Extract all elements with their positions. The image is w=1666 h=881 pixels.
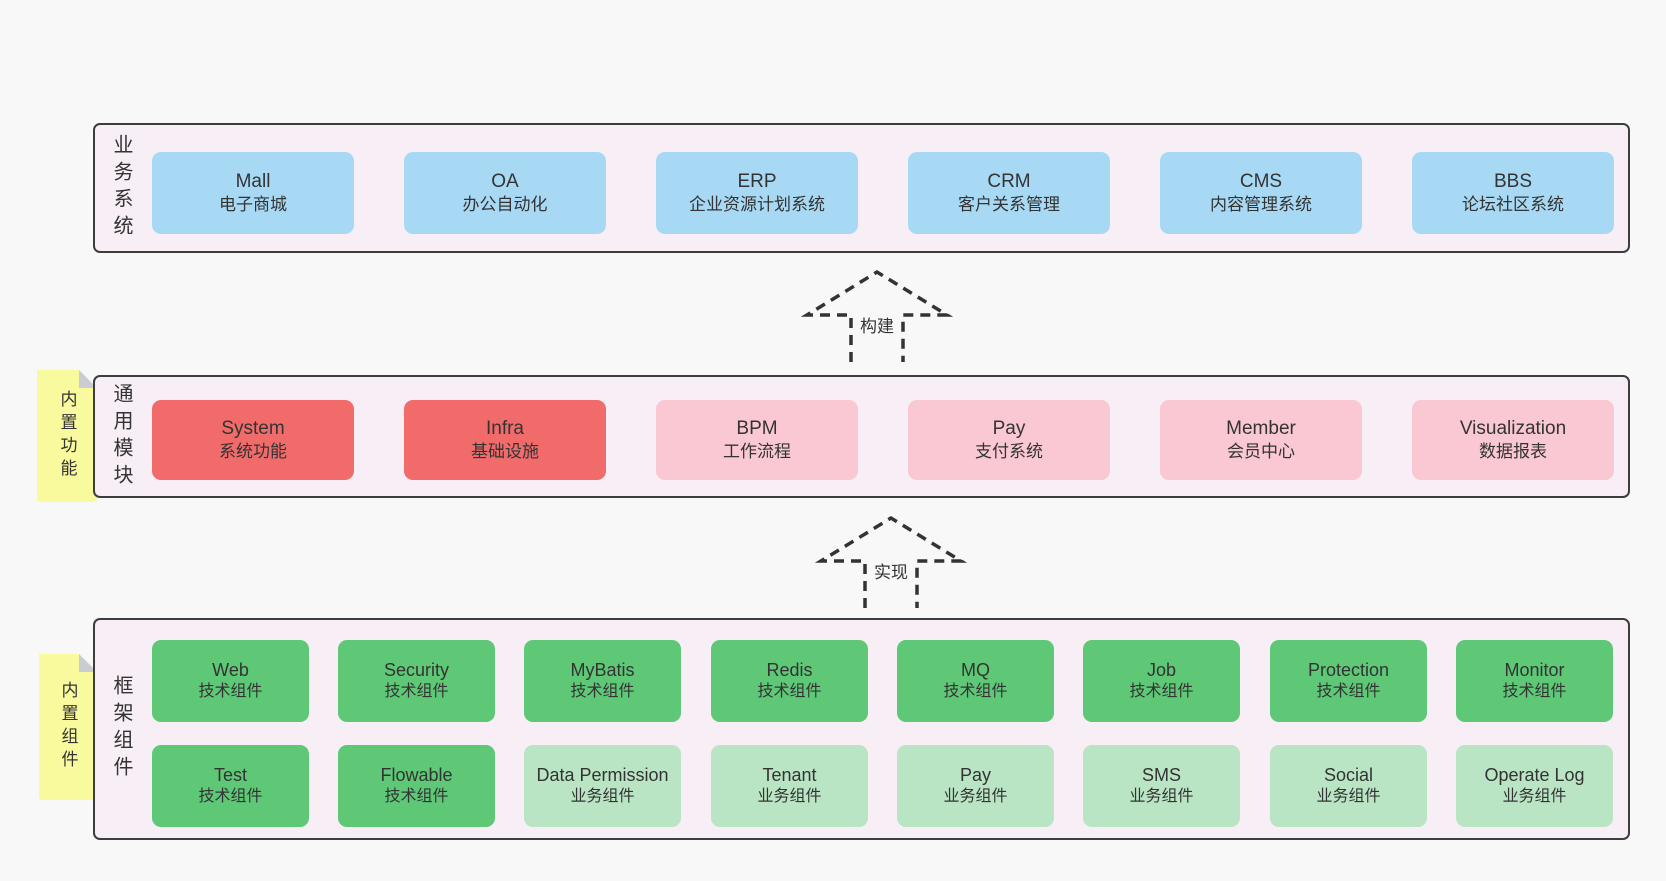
box-data-permission: Data Permission 业务组件 bbox=[524, 745, 681, 827]
box-infra: Infra 基础设施 bbox=[404, 400, 606, 480]
box-mybatis: MyBatis 技术组件 bbox=[524, 640, 681, 722]
box-cms: CMS 内容管理系统 bbox=[1160, 152, 1362, 234]
box-monitor: Monitor 技术组件 bbox=[1456, 640, 1613, 722]
sticky-note-built-in-features: 内置功能 bbox=[37, 370, 97, 502]
band-common-modules: 通用模块 System 系统功能 Infra 基础设施 BPM 工作流程 Pay… bbox=[93, 375, 1630, 498]
band-framework-components: 框架组件 Web 技术组件 Security 技术组件 MyBatis 技术组件… bbox=[93, 618, 1630, 840]
box-sms: SMS 业务组件 bbox=[1083, 745, 1240, 827]
box-mq: MQ 技术组件 bbox=[897, 640, 1054, 722]
box-member: Member 会员中心 bbox=[1160, 400, 1362, 480]
arrow-label-build: 构建 bbox=[856, 312, 898, 337]
box-oa: OA 办公自动化 bbox=[404, 152, 606, 234]
sticky-note-built-in-components: 内置组件 bbox=[39, 654, 97, 800]
box-redis: Redis 技术组件 bbox=[711, 640, 868, 722]
box-flowable: Flowable 技术组件 bbox=[338, 745, 495, 827]
box-test: Test 技术组件 bbox=[152, 745, 309, 827]
box-social: Social 业务组件 bbox=[1270, 745, 1427, 827]
band-label-business-systems: 业务系统 bbox=[110, 134, 132, 242]
box-visualization: Visualization 数据报表 bbox=[1412, 400, 1614, 480]
box-operate-log: Operate Log 业务组件 bbox=[1456, 745, 1613, 827]
box-web: Web 技术组件 bbox=[152, 640, 309, 722]
box-bbs: BBS 论坛社区系统 bbox=[1412, 152, 1614, 234]
box-pay-component: Pay 业务组件 bbox=[897, 745, 1054, 827]
box-mall: Mall 电子商城 bbox=[152, 152, 354, 234]
band-label-framework-components: 框架组件 bbox=[110, 675, 132, 783]
box-tenant: Tenant 业务组件 bbox=[711, 745, 868, 827]
dashed-up-arrow-icon bbox=[814, 515, 968, 608]
arrow-label-implement: 实现 bbox=[870, 558, 912, 583]
box-crm: CRM 客户关系管理 bbox=[908, 152, 1110, 234]
box-security: Security 技术组件 bbox=[338, 640, 495, 722]
box-protection: Protection 技术组件 bbox=[1270, 640, 1427, 722]
box-erp: ERP 企业资源计划系统 bbox=[656, 152, 858, 234]
sticky-label: 内置组件 bbox=[58, 681, 78, 773]
box-pay: Pay 支付系统 bbox=[908, 400, 1110, 480]
band-label-common-modules: 通用模块 bbox=[110, 382, 132, 491]
dashed-up-arrow-icon bbox=[800, 269, 954, 362]
sticky-label: 内置功能 bbox=[57, 390, 77, 482]
box-bpm: BPM 工作流程 bbox=[656, 400, 858, 480]
box-job: Job 技术组件 bbox=[1083, 640, 1240, 722]
box-system: System 系统功能 bbox=[152, 400, 354, 480]
band-business-systems: 业务系统 Mall 电子商城 OA 办公自动化 ERP 企业资源计划系统 CRM… bbox=[93, 123, 1630, 253]
